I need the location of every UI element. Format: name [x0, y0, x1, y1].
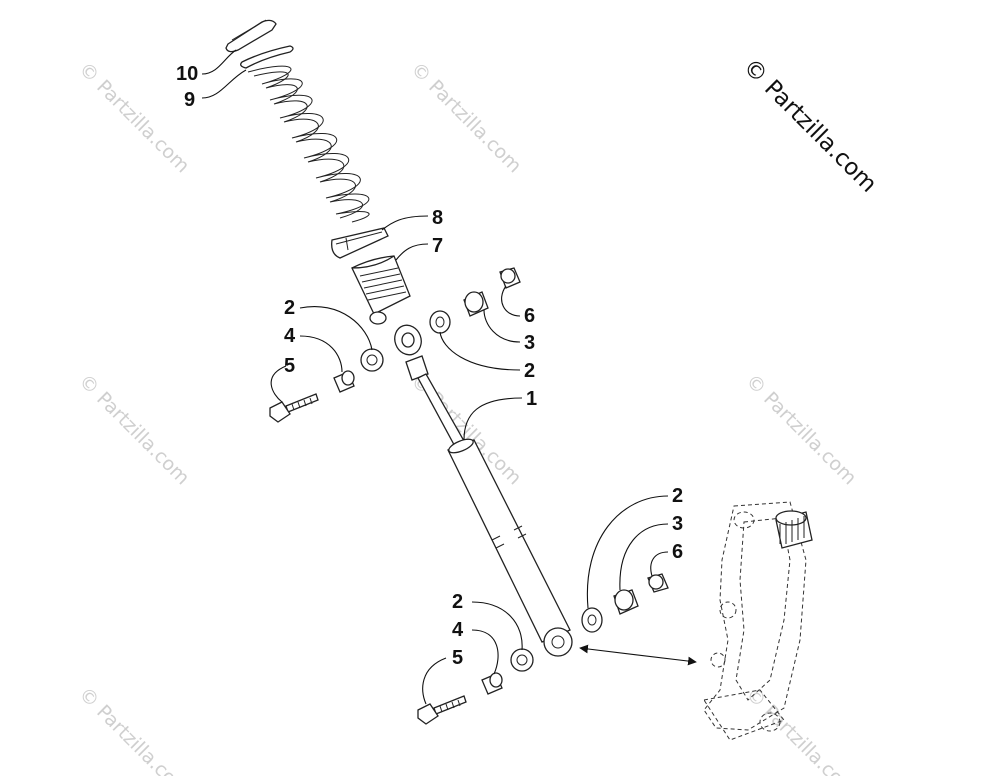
- part-4-bottom-sleeve: [481, 672, 503, 695]
- part-2-top-left-bushing: [360, 348, 384, 372]
- callout-10: 10: [176, 63, 198, 85]
- part-2-bottom-right-bushing: [581, 607, 603, 633]
- part-1-shock-absorber: [405, 355, 571, 643]
- part-3-top-spacer: [463, 291, 489, 317]
- part-10-spring-cap: [225, 19, 277, 53]
- steering-knuckle-reference: [703, 501, 813, 741]
- callout-6-top: 6: [524, 305, 535, 327]
- part-3-bottom-spacer: [613, 589, 639, 615]
- coil-spring: [247, 65, 370, 223]
- callout-2-top-right: 2: [524, 360, 535, 382]
- callout-3-top: 3: [524, 332, 535, 354]
- callout-8: 8: [432, 207, 443, 229]
- callout-3-bottom: 3: [672, 513, 683, 535]
- part-5-bottom-bolt: [417, 695, 467, 725]
- part-5-top-bolt: [269, 393, 319, 423]
- leader-lines: [201, 49, 669, 705]
- part-4-top-sleeve: [333, 370, 355, 393]
- part-2-bottom-left-bushing: [510, 648, 534, 672]
- watermark-6: © Partzilla.com: [74, 683, 193, 776]
- callout-1: 1: [526, 388, 537, 410]
- callout-5-bottom: 5: [452, 647, 463, 669]
- callout-2-bottom-left: 2: [452, 591, 463, 613]
- callout-9: 9: [184, 89, 195, 111]
- part-6-top-nut: [499, 267, 521, 289]
- callout-4-top: 4: [284, 325, 296, 347]
- callout-6-bottom: 6: [672, 541, 683, 563]
- callout-2-bottom-right: 2: [672, 485, 683, 507]
- part-7-bump-stop: [351, 255, 411, 325]
- callout-labels: 10 9 8 7 2 4 5 6 3 2 1 2 3 6 2 4 5: [176, 63, 683, 669]
- copyright-label: © Partzilla.com: [738, 54, 882, 198]
- part-8-spring-seat: [331, 227, 389, 259]
- connection-arrow: [579, 644, 697, 666]
- bottom-mount-eye: [543, 627, 573, 657]
- part-9-spring-retainer: [240, 45, 294, 69]
- part-2-top-right-bushing: [429, 310, 451, 334]
- callout-4-bottom: 4: [452, 619, 464, 641]
- watermark-3: © Partzilla.com: [74, 370, 193, 489]
- watermark-5: © Partzilla.com: [741, 370, 860, 489]
- watermark-2: © Partzilla.com: [406, 58, 525, 177]
- callout-7: 7: [432, 235, 443, 257]
- top-mount-eye: [394, 324, 422, 356]
- watermark-group: © Partzilla.com © Partzilla.com © Partzi…: [74, 58, 860, 776]
- callout-2-top-left: 2: [284, 297, 295, 319]
- part-6-bottom-nut: [647, 573, 669, 593]
- callout-5-top: 5: [284, 355, 295, 377]
